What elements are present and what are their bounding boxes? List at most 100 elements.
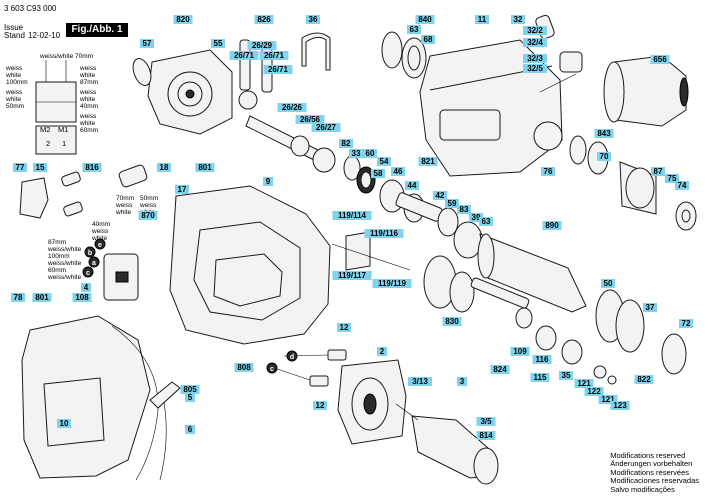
part-label-text: 801 (198, 163, 212, 172)
part-label-l39: 39 (469, 213, 483, 222)
part-label-text: 44 (408, 181, 417, 190)
part-label-bg (650, 55, 670, 64)
wire-midright-1: weiss (79, 89, 97, 96)
part-label-l656: 656 (650, 55, 670, 64)
part-label-bg (523, 64, 547, 73)
motor-shaft-part (477, 233, 587, 313)
switch-part (103, 253, 139, 301)
sw-40-2: weiss (91, 228, 109, 235)
part-label-text: 121 (601, 395, 615, 404)
part-label-bg (234, 363, 254, 372)
part-label-text: 63 (410, 25, 419, 34)
part-label-l75: 75 (665, 174, 679, 183)
part-label-bg (559, 371, 573, 380)
part-label-l60: 60 (363, 149, 377, 158)
part-label-bg (33, 163, 47, 172)
part-label-text: 122 (587, 387, 601, 396)
cable-part (159, 401, 167, 481)
wire-midleft-2: white (5, 96, 22, 103)
part-label-bg (479, 217, 493, 226)
part-label-l70: 70 (597, 152, 611, 161)
wire-botright-3: 60mm (80, 127, 98, 134)
wire-left-1: weiss (5, 65, 23, 72)
part-label-text: 119/117 (338, 271, 367, 280)
part-label-text: 9 (266, 177, 271, 186)
part-label-bg (643, 303, 657, 312)
part-label-l119-117: 119/117 (332, 271, 372, 280)
part-label-l83: 83 (457, 205, 471, 214)
part-label-text: 12 (340, 323, 349, 332)
part-label-l72: 72 (679, 319, 693, 328)
part-label-text: 119/119 (378, 279, 407, 288)
part-label-bg (377, 157, 391, 166)
part-label-text: 119/116 (370, 229, 399, 238)
marker-a: a (92, 260, 96, 267)
part-label-l26-27: 26/27 (311, 123, 341, 132)
part-label-text: 42 (436, 191, 445, 200)
part-label-bg (185, 393, 195, 402)
part-label-text: 75 (668, 174, 677, 183)
part-label-bg (247, 41, 277, 50)
clutch-part (569, 135, 697, 231)
sw-50-2: weiss (139, 202, 157, 209)
part-label-bg (313, 401, 327, 410)
wire-midleft-1: weiss (5, 89, 23, 96)
issue-date: 12-02-10 (28, 31, 61, 40)
part-label-l76: 76 (541, 167, 555, 176)
part-label-bg (445, 199, 459, 208)
mods-line-2: Änderungen vorbehalten (610, 459, 693, 468)
part-label-bg (140, 39, 154, 48)
part-label-text: 60 (366, 149, 375, 158)
part-label-text: 3 (460, 377, 465, 386)
part-label-l3-13: 3/13 (408, 377, 432, 386)
part-label-text: 10 (60, 419, 69, 428)
wire-n1: 1 (62, 139, 66, 148)
part-label-bg (490, 365, 510, 374)
part-label-bg (415, 15, 435, 24)
part-label-text: 12 (316, 401, 325, 410)
part-label-text: 32/2 (527, 26, 543, 35)
marker-b: b (88, 250, 92, 257)
part-label-l42: 42 (433, 191, 447, 200)
part-label-text: 830 (445, 317, 459, 326)
part-label-l115: 115 (530, 373, 550, 382)
wire-left-3: 100mm (6, 79, 28, 86)
part-label-l12a: 12 (337, 323, 351, 332)
part-label-text: 32 (514, 15, 523, 24)
part-label-text: 843 (597, 129, 611, 138)
part-label-text: 32/5 (527, 64, 543, 73)
marker-c: c (86, 270, 90, 277)
brush-holder-part (331, 231, 411, 271)
part-label-bg (180, 385, 200, 394)
part-label-bg (405, 181, 419, 190)
ring-set-part (381, 31, 427, 79)
wire-top: weiss/white 70mm (39, 53, 93, 60)
part-label-text: 57 (143, 39, 152, 48)
part-label-l57: 57 (140, 39, 154, 48)
part-label-bg (610, 401, 630, 410)
part-label-text: 87 (654, 167, 663, 176)
part-label-l32: 32 (511, 15, 525, 24)
part-label-l808: 808 (234, 363, 254, 372)
clip-part (301, 32, 331, 71)
handle-part (21, 315, 159, 481)
part-label-text: 801 (35, 293, 49, 302)
part-label-bg (597, 152, 611, 161)
wire-right-3: 87mm (80, 79, 98, 86)
part-label-text: 59 (448, 199, 457, 208)
part-label-l26-29: 26/29 (247, 41, 277, 50)
sw-70-3: white (115, 209, 132, 216)
marker-e: e (98, 242, 102, 249)
sw-60w: weiss/white (47, 274, 82, 281)
part-label-text: 26/71 (268, 65, 289, 74)
part-label-text: 54 (380, 157, 389, 166)
rear-housing-part (132, 49, 233, 135)
part-label-bg (72, 293, 92, 302)
part-label-text: 4 (84, 283, 89, 292)
sw-100: 100mm (48, 253, 70, 260)
part-label-text: 26/71 (264, 51, 285, 60)
part-label-bg (675, 181, 689, 190)
doc-number: 3 603 C93 000 (4, 4, 57, 13)
part-label-text: 46 (394, 167, 403, 176)
